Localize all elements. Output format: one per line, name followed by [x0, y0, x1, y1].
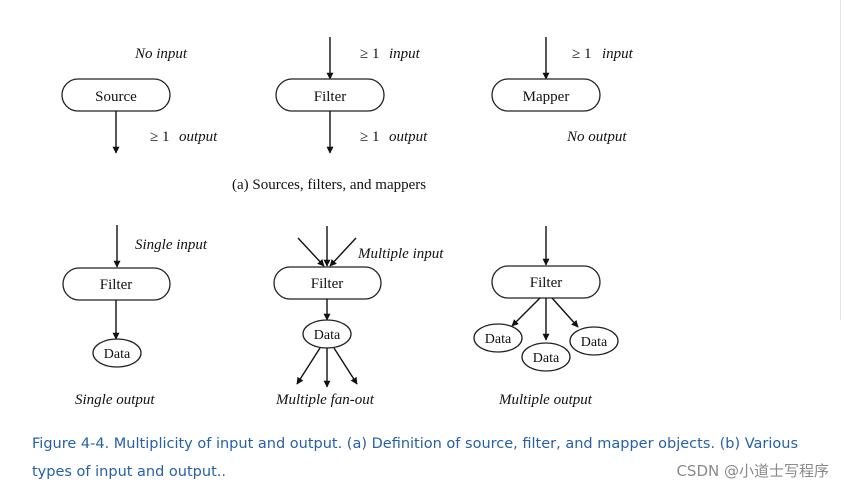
label-no-output: No output [566, 129, 627, 145]
mapper-node-label: Mapper [523, 89, 570, 105]
data-node-b2-label: Data [314, 328, 341, 343]
data-node-b3-left-label: Data [485, 332, 512, 347]
data-node-b3-mid: Data [521, 342, 571, 372]
data-node-b3-left: Data [473, 323, 523, 353]
mapper-node: Mapper [491, 78, 601, 112]
filter-node-a-label: Filter [314, 89, 347, 105]
data-node-b3-right: Data [569, 326, 619, 356]
page-edge-rule [840, 0, 841, 320]
data-node-b1: Data [92, 338, 142, 368]
label-no-input: No input [134, 46, 188, 62]
figure-caption: Figure 4-4. Multiplicity of input and ou… [32, 430, 812, 486]
multi-input-arrow-left [297, 237, 325, 267]
filter-node-b2: Filter [273, 266, 382, 300]
data-node-b3-mid-label: Data [533, 351, 560, 366]
label-single-output: Single output [75, 392, 155, 408]
fanout-arrow-right [333, 347, 358, 385]
csdn-watermark: CSDN @小道士写程序 [676, 462, 829, 480]
label-ge1-output-source: ≥ 1 [150, 129, 169, 145]
label-input-filter: input [389, 46, 421, 62]
multi-input-arrow-right [329, 237, 357, 267]
label-multiple-output: Multiple output [498, 392, 593, 408]
filter-node-a: Filter [275, 78, 385, 112]
label-ge1-output-filter: ≥ 1 [360, 129, 379, 145]
filter-node-b1: Filter [62, 267, 171, 301]
data-node-b2: Data [302, 319, 352, 349]
label-ge1-input-filter: ≥ 1 [360, 46, 379, 62]
filter-node-b1-label: Filter [100, 277, 133, 293]
label-multiple-input: Multiple input [357, 246, 444, 262]
figure-caption-text: Multiplicity of input and output. (a) De… [32, 436, 799, 480]
source-node: Source [61, 78, 171, 112]
data-node-b1-label: Data [104, 347, 131, 362]
data-node-b3-right-label: Data [581, 335, 608, 350]
fanout-arrow-left [296, 347, 321, 385]
label-single-input: Single input [135, 237, 208, 253]
figure-number: Figure 4-4. [32, 436, 110, 452]
label-input-mapper: input [602, 46, 634, 62]
source-node-label: Source [95, 89, 137, 105]
filter-node-b3: Filter [491, 265, 601, 299]
mo-arrow-left [511, 297, 541, 327]
label-output-source: output [179, 129, 218, 145]
filter-node-b2-label: Filter [311, 276, 344, 292]
label-output-filter: output [389, 129, 428, 145]
filter-node-b3-label: Filter [530, 275, 563, 291]
mo-arrow-right [551, 297, 579, 328]
label-ge1-input-mapper: ≥ 1 [572, 46, 591, 62]
label-multiple-fanout: Multiple fan-out [275, 392, 375, 408]
panel-a-caption: (a) Sources, filters, and mappers [232, 177, 426, 193]
